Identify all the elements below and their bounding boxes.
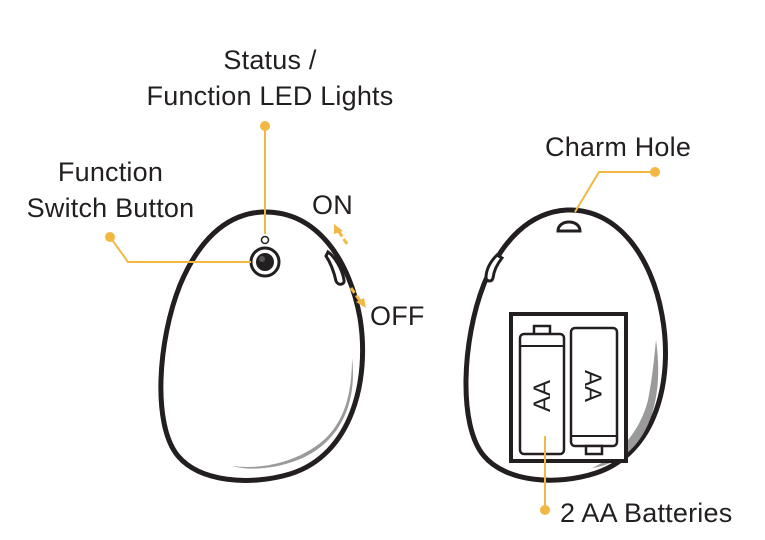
- function-callout: [105, 232, 251, 263]
- function-button-highlight: [259, 256, 265, 262]
- charm-hole-callout: [574, 167, 660, 213]
- function-button-label-line1: Function: [57, 157, 164, 187]
- battery-2: [569, 326, 619, 456]
- front-egg-shadow: [232, 358, 353, 469]
- batteries-label: 2 AA Batteries: [560, 498, 733, 528]
- charm-hole-label: Charm Hole: [545, 132, 692, 162]
- function-button-label: Function Switch Button: [8, 154, 213, 226]
- front-view: [158, 209, 366, 483]
- battery-2-label: AA: [579, 370, 606, 402]
- charm-hole: [556, 220, 582, 233]
- status-callout: [260, 121, 270, 234]
- off-label: OFF: [370, 301, 425, 331]
- battery-1: [518, 324, 566, 456]
- back-view: AA AA: [463, 207, 669, 483]
- on-label: ON: [312, 190, 353, 220]
- status-led-label-line2: Function LED Lights: [146, 81, 394, 111]
- status-led-label: Status / Function LED Lights: [130, 42, 410, 114]
- status-led-label-line1: Status /: [223, 45, 317, 75]
- battery-1-label: AA: [529, 380, 556, 412]
- led-light: [260, 235, 270, 245]
- back-egg-shadow: [592, 340, 659, 468]
- function-button-label-line2: Switch Button: [26, 193, 195, 223]
- batteries-callout: [540, 436, 550, 515]
- back-side-switch: [484, 253, 505, 283]
- function-button-inner: [256, 253, 274, 271]
- switch-arrows: [334, 224, 366, 308]
- side-switch: [324, 249, 346, 286]
